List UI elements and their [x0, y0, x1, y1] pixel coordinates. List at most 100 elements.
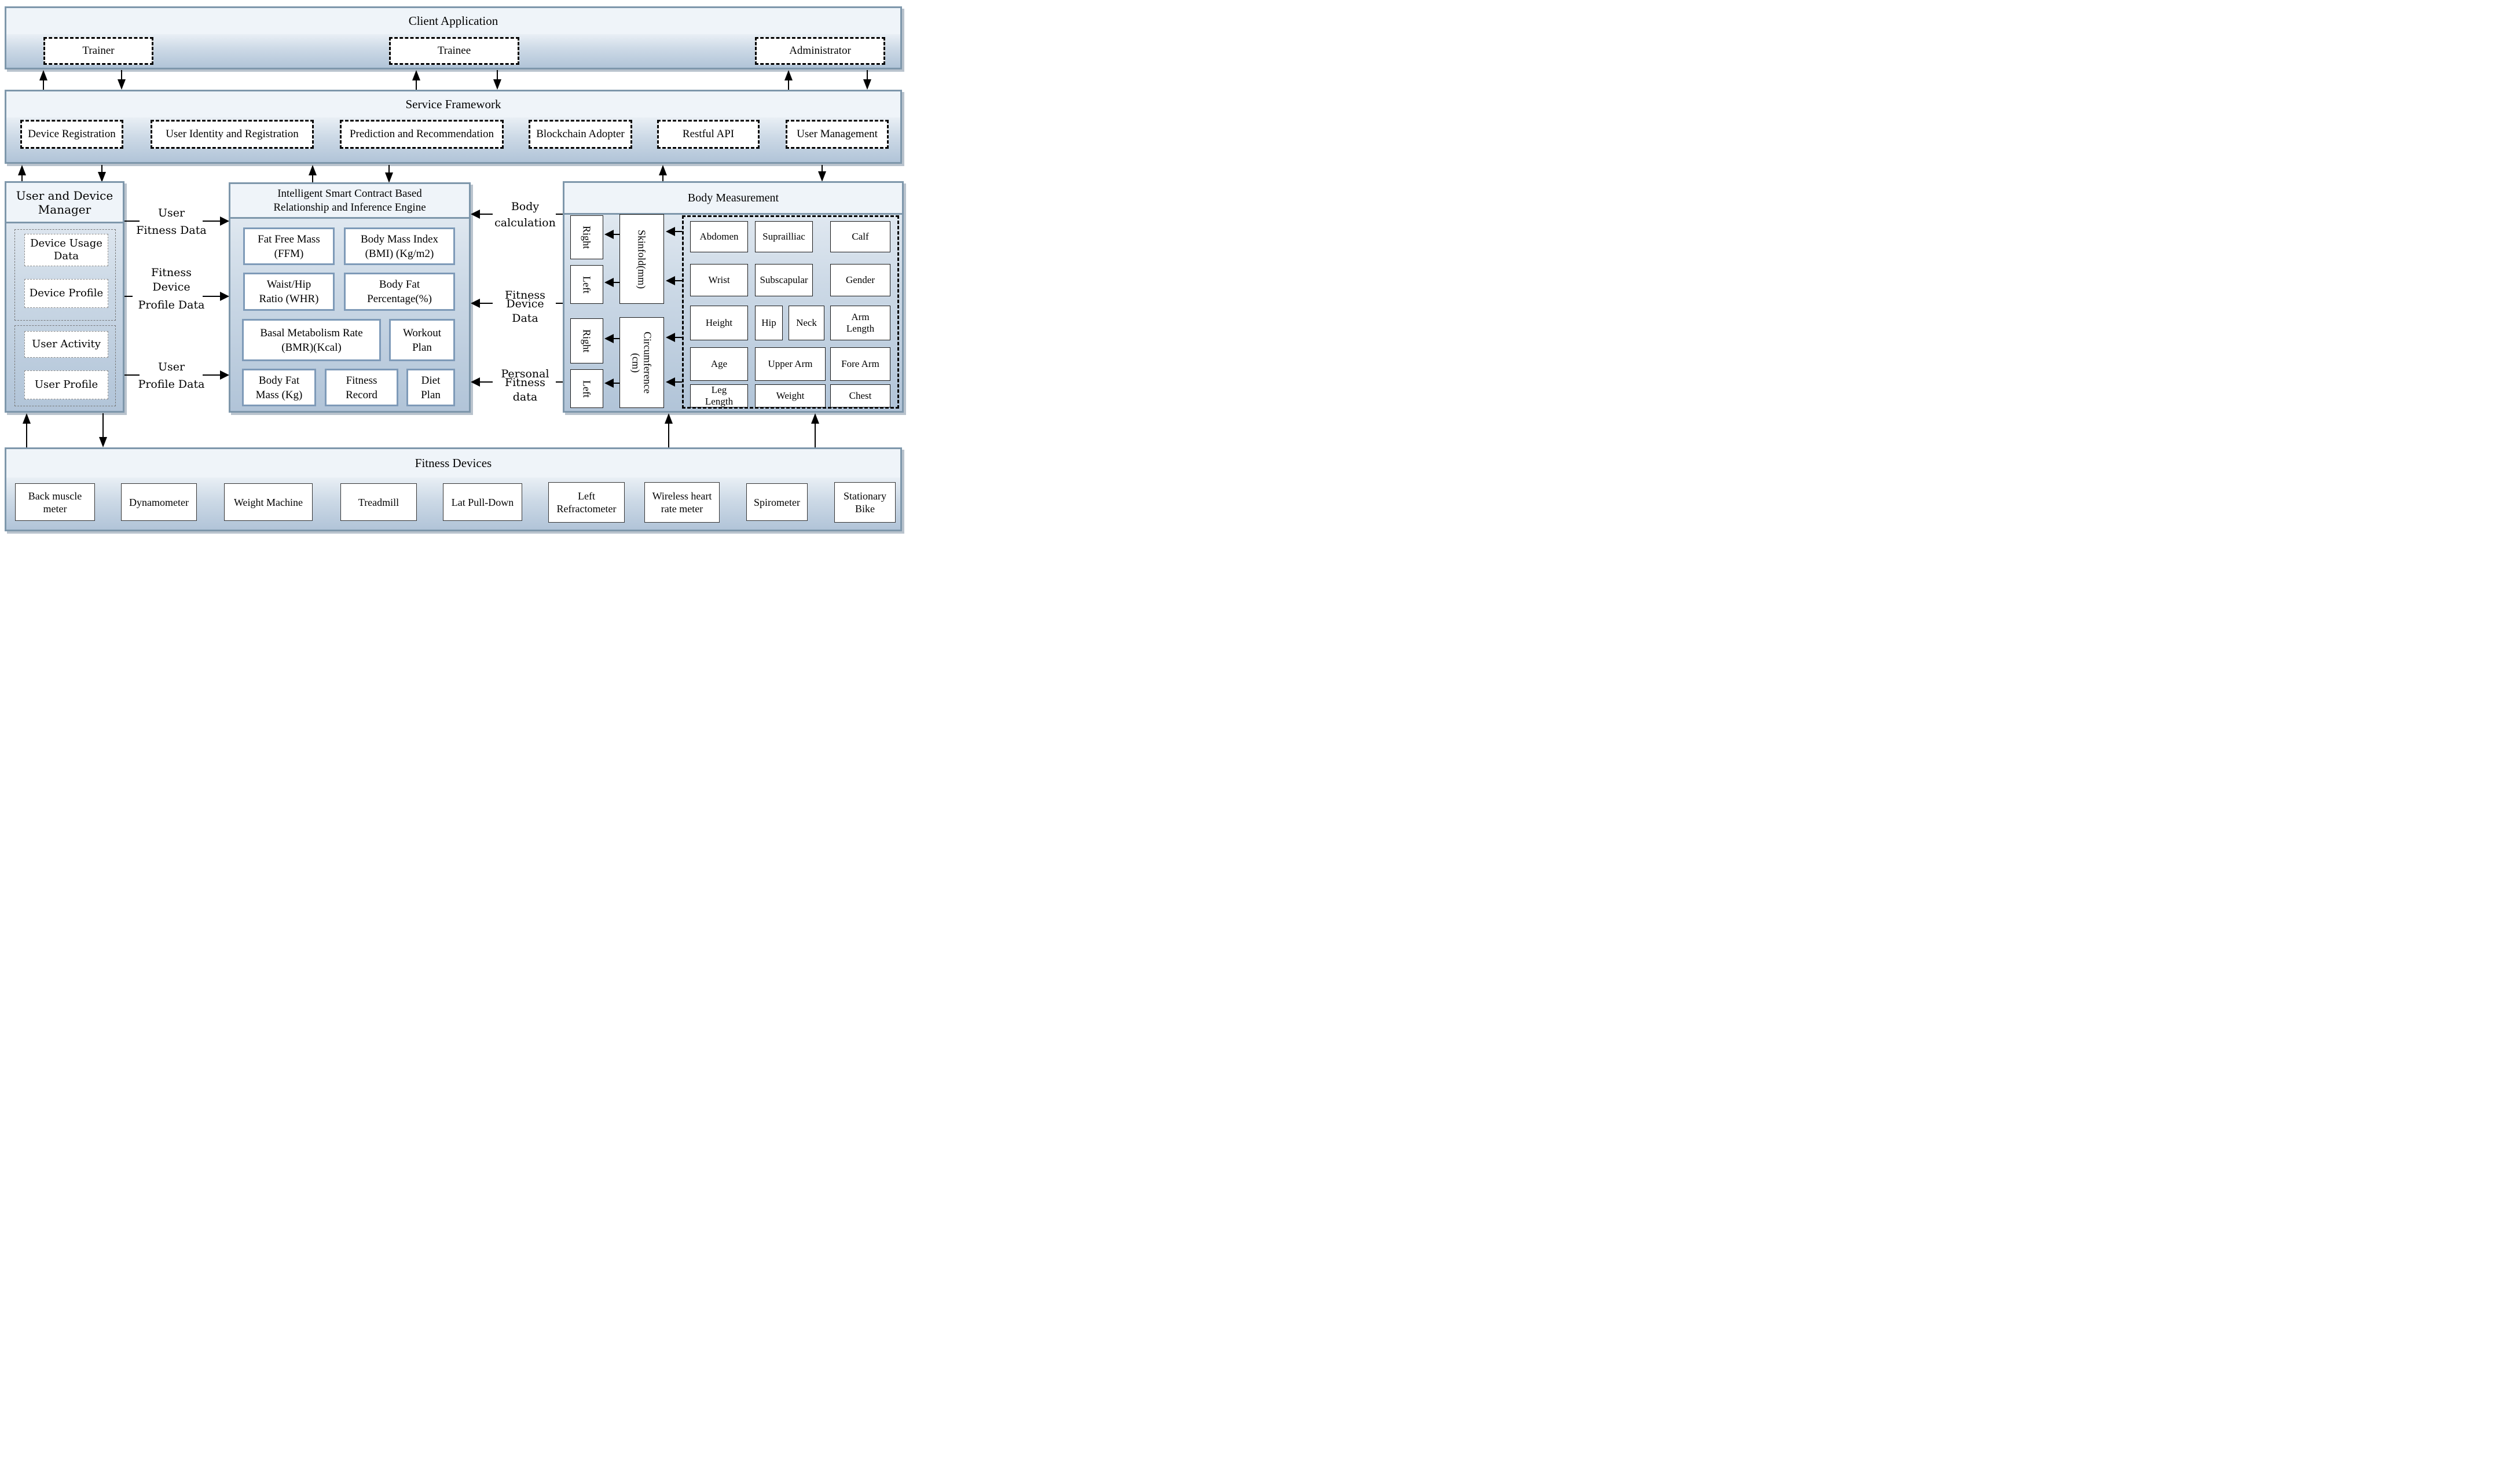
device-back-muscle-meter: Back muscle meter — [15, 483, 95, 521]
measurement-cell-neck: Neck — [789, 306, 824, 340]
arrow-down-icon — [384, 165, 394, 183]
measurement-cell-subscapular: Subscapular — [755, 264, 813, 296]
arrow-up-icon — [17, 165, 27, 182]
skinfold-box: Skinfold(mm) — [619, 214, 664, 304]
connector-line — [124, 296, 133, 297]
service-item-restful-api: Restful API — [657, 120, 760, 149]
device-lat-pull-down: Lat Pull-Down — [443, 483, 522, 521]
arrow-up-icon — [658, 165, 668, 182]
user-activity-box: User Activity — [24, 331, 108, 358]
service-item-label: User Identity and Registration — [166, 128, 299, 140]
arrow-left-icon — [666, 276, 682, 285]
arrow-down-icon — [97, 165, 107, 182]
body-measurement-title-row: Body Measurement — [564, 183, 902, 215]
flow-label-user-fitness-top: User — [157, 206, 185, 219]
arrow-left-icon — [604, 379, 619, 388]
flow-label-personal-fitness-top: Personal — [501, 367, 549, 380]
device-usage-data-box: Device Usage Data — [24, 234, 108, 266]
metric-diet-plan-box: Diet Plan — [406, 369, 455, 406]
flow-label-body-calculation-top: Body — [511, 200, 540, 213]
service-framework-bar: Service Framework — [5, 90, 902, 164]
device-left-refractometer: Left Refractometer — [548, 482, 625, 523]
client-item-trainee: Trainee — [389, 37, 519, 65]
user-activity-label: User Activity — [32, 338, 101, 350]
device-wireless-heart-rate-meter: Wireless heart rate meter — [644, 482, 720, 523]
fitness-devices-title: Fitness Devices — [415, 456, 492, 470]
service-item-prediction: Prediction and Recommendation — [340, 120, 504, 149]
flow-label-fitness-device-data-top: Fitness — [505, 288, 545, 302]
measurement-cell-fore-arm: Fore Arm — [830, 347, 890, 381]
service-item-user-management: User Management — [786, 120, 889, 149]
service-framework-title-row: Service Framework — [6, 91, 900, 119]
arrow-up-icon — [39, 70, 48, 90]
connector-line — [556, 303, 563, 304]
arrow-down-icon — [817, 165, 827, 182]
measurement-cell-leg-length: Leg Length — [690, 384, 748, 407]
flow-label-fitness-device-data-bottom: Device Data — [506, 297, 544, 325]
measurement-cell-gender: Gender — [830, 264, 890, 296]
body-measurement-title: Body Measurement — [687, 192, 779, 204]
measurement-cell-age: Age — [690, 347, 748, 381]
service-item-label: Device Registration — [28, 128, 116, 140]
side-box-right-1: Right — [570, 215, 603, 259]
circumference-box: Circumference (cm) — [619, 317, 664, 408]
client-application-title: Client Application — [408, 14, 498, 28]
arrow-right-icon — [203, 370, 229, 380]
flow-label-user-fitness-bottom: Fitness Data — [136, 223, 207, 237]
service-item-label: User Management — [797, 128, 878, 140]
arrow-up-icon — [811, 413, 820, 447]
metric-label: Waist/Hip Ratio (WHR) — [259, 278, 319, 305]
client-application-title-row: Client Application — [6, 8, 900, 36]
fitness-devices-title-row: Fitness Devices — [6, 449, 900, 479]
user-profile-box: User Profile — [24, 370, 108, 399]
arrow-left-icon — [471, 210, 493, 219]
measurement-cell-abdomen: Abdomen — [690, 221, 748, 252]
user-device-manager-title: User and Device Manager — [16, 188, 113, 216]
arrow-down-icon — [493, 70, 502, 90]
arrow-down-icon — [98, 413, 108, 447]
flow-label-user-profile-top: User — [157, 360, 185, 373]
service-item-label: Prediction and Recommendation — [349, 128, 494, 140]
client-item-trainer: Trainer — [43, 37, 153, 65]
measurement-cell-arm-length: Arm Length — [830, 306, 890, 340]
arrow-left-icon — [666, 227, 682, 236]
side-box-right-2: Right — [570, 318, 603, 363]
arrow-left-icon — [604, 278, 619, 287]
client-item-label: Administrator — [789, 45, 851, 57]
metric-label: Diet Plan — [421, 374, 441, 401]
device-dynamometer: Dynamometer — [121, 483, 197, 521]
flow-label-body-calculation-bottom: calculation — [494, 216, 556, 229]
connector-line — [556, 214, 563, 215]
measurement-cell-suprailliac: Suprailliac — [755, 221, 813, 252]
side-box-left-1: Left — [570, 265, 603, 304]
flow-label-personal-fitness-bottom: Fitness data — [505, 376, 545, 403]
arrow-right-icon — [203, 216, 229, 226]
metric-ffm-box: Fat Free Mass (FFM) — [243, 227, 335, 265]
connector-line — [124, 374, 140, 376]
service-item-user-identity: User Identity and Registration — [151, 120, 314, 149]
device-weight-machine: Weight Machine — [224, 483, 313, 521]
client-item-administrator: Administrator — [755, 37, 885, 65]
metric-fitness-record-box: Fitness Record — [325, 369, 398, 406]
user-profile-label: User Profile — [34, 379, 98, 391]
service-framework-title: Service Framework — [405, 97, 501, 111]
device-data-group — [14, 229, 116, 321]
arrow-left-icon — [604, 334, 619, 343]
flow-label-user-profile-bottom: Profile Data — [138, 377, 205, 391]
measurement-cell-weight: Weight — [755, 384, 826, 407]
device-profile-box: Device Profile — [24, 279, 108, 308]
metric-label: Body Fat Percentage(%) — [367, 278, 432, 305]
service-item-blockchain-adopter: Blockchain Adopter — [529, 120, 632, 149]
arrow-up-icon — [22, 413, 31, 447]
metric-whr-box: Waist/Hip Ratio (WHR) — [243, 273, 335, 311]
measurement-cell-calf: Calf — [830, 221, 890, 252]
arrow-up-icon — [784, 70, 793, 90]
measurement-cell-hip: Hip — [755, 306, 783, 340]
metric-label: Body Mass Index (BMI) (Kg/m2) — [360, 233, 439, 260]
arrow-left-icon — [471, 377, 493, 387]
measurement-cell-wrist: Wrist — [690, 264, 748, 296]
device-stationary-bike: Stationary Bike — [834, 482, 896, 523]
service-item-label: Restful API — [682, 128, 735, 140]
service-item-label: Blockchain Adopter — [536, 128, 625, 140]
metric-label: Basal Metabolism Rate (BMR)(Kcal) — [260, 326, 363, 354]
